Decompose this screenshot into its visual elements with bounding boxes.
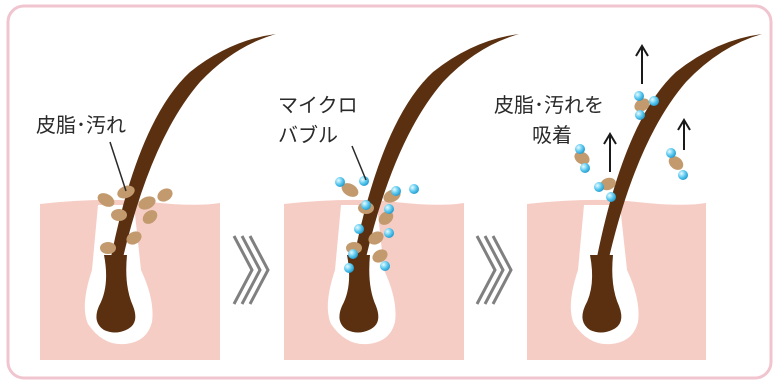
- micro-bubble: [666, 148, 676, 158]
- sebum-particle: [378, 211, 394, 225]
- micro-bubble: [409, 184, 419, 194]
- micro-bubble: [354, 224, 364, 234]
- micro-bubbles: [575, 91, 688, 202]
- label-sebum-dirt: 皮脂･汚れ: [36, 113, 126, 137]
- hair-shaft: [596, 34, 762, 262]
- micro-bubble: [594, 182, 604, 192]
- micro-bubble: [384, 228, 394, 238]
- sebum-particle: [100, 242, 116, 254]
- micro-bubble: [359, 176, 369, 186]
- hair-bulb: [96, 255, 136, 333]
- sebum-particle: [138, 196, 156, 210]
- sebum-particle: [97, 193, 115, 207]
- label-sebum-absorb-line1: 皮脂･汚れを: [494, 93, 604, 117]
- micro-bubbles: [335, 176, 419, 273]
- sebum-particle: [341, 183, 359, 197]
- sebum-particle: [157, 188, 173, 202]
- label-micro-bubble-line1: マイクロ: [278, 93, 358, 117]
- micro-bubble: [344, 263, 354, 273]
- micro-bubble: [678, 170, 688, 180]
- sebum-particle: [372, 249, 388, 263]
- arrow-up-icon: [603, 132, 617, 172]
- panel-2: マイクロ バブル: [278, 34, 519, 360]
- label-micro-bubble-line2: バブル: [278, 123, 338, 147]
- sebum-particle: [126, 231, 142, 245]
- micro-bubble: [606, 192, 616, 202]
- sebum-particle: [600, 177, 616, 191]
- hair-bulb: [339, 255, 379, 333]
- label-sebum-absorb-line2: 吸着: [532, 123, 572, 147]
- micro-bubble: [391, 186, 401, 196]
- sebum-particle: [142, 210, 158, 224]
- micro-bubble: [380, 261, 390, 271]
- chevron-right-triple-icon: [475, 235, 513, 305]
- sebum-particle: [668, 156, 684, 170]
- micro-bubble: [649, 96, 659, 106]
- chevron-right-triple-icon: [232, 235, 270, 305]
- micro-bubble: [634, 91, 644, 101]
- sebum-particle: [574, 151, 590, 165]
- hair-bulb: [582, 255, 622, 333]
- micro-bubble: [635, 110, 645, 120]
- sebum-particle: [368, 231, 384, 245]
- micro-bubble: [348, 249, 358, 259]
- micro-bubble: [335, 177, 345, 187]
- micro-bubble: [575, 144, 585, 154]
- micro-bubble: [580, 163, 590, 173]
- panel-1: 皮脂･汚れ: [36, 34, 276, 360]
- sebum-particle: [111, 209, 127, 221]
- micro-bubble: [361, 200, 371, 210]
- label-pointer: [351, 145, 367, 181]
- arrow-up-icon: [677, 118, 691, 150]
- micro-bubble: [384, 204, 394, 214]
- label-pointer: [109, 141, 127, 192]
- sebum-particle: [634, 98, 650, 112]
- panel-3: 皮脂･汚れを 吸着: [494, 34, 762, 360]
- arrow-up-icon: [635, 44, 649, 84]
- sebum-particle: [117, 185, 135, 199]
- sebum-particles: [97, 185, 173, 254]
- sebum-particles: [574, 98, 684, 191]
